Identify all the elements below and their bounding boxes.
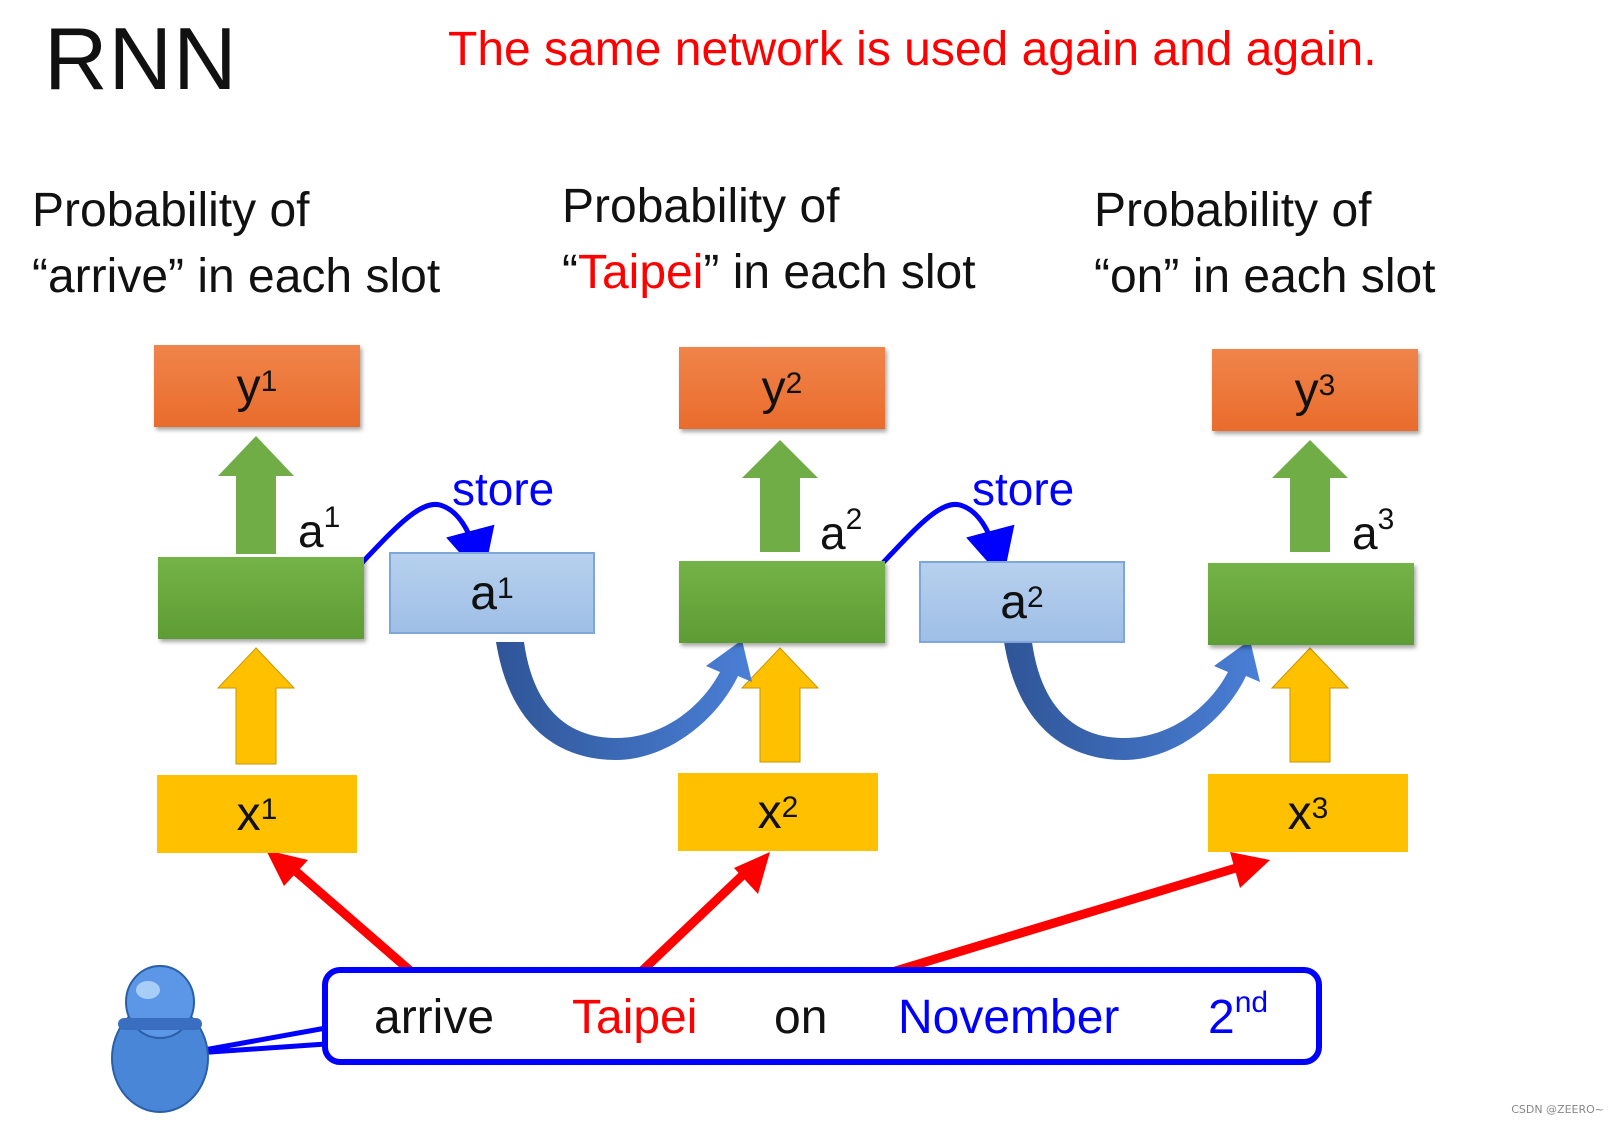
up-arrow-green-1 [218,436,294,554]
store-arrow-1 [355,501,495,580]
up-arrow-yellow-1 [216,647,296,765]
word-on: on [774,991,828,1044]
watermark: CSDN @ZEERO~ [1511,1103,1604,1116]
word-taipei: Taipei [572,991,698,1044]
page-title: RNN [44,9,238,108]
caption-col3: Probability of “on” in each slot [1094,184,1436,303]
caption-col2: Probability of “Taipei” in each slot [562,180,976,299]
reuse-arc-2 [1004,640,1260,760]
up-arrow-yellow-3 [1270,647,1350,763]
red-arrowhead-2 [734,852,770,894]
page-subtitle: The same network is used again and again… [448,23,1377,76]
hidden-box-3 [1208,563,1414,645]
hidden-box-2 [679,561,885,643]
word-2nd: 2nd [1208,986,1269,1044]
up-arrow-green-3 [1272,440,1348,552]
word-arrive: arrive [374,991,495,1044]
sentence-bubble [322,967,1322,1065]
up-arrow-yellow-2 [740,647,820,763]
reuse-arc-1 [496,640,752,760]
store-label-1: store [452,463,555,515]
hidden-label-2: a2 [820,502,863,559]
hidden-label-1: a1 [298,500,341,557]
red-arrowhead-3 [1230,852,1270,888]
up-arrow-green-2 [742,440,818,552]
word-november: November [898,991,1120,1044]
hidden-label-3: a3 [1352,502,1395,559]
caption-col1: Probability of “arrive” in each slot [32,184,441,303]
user-icon [111,965,209,1113]
store-arrow-2 [876,501,1015,580]
hidden-box-1 [158,557,364,639]
red-arrowhead-1 [266,850,308,886]
store-label-2: store [972,463,1075,515]
